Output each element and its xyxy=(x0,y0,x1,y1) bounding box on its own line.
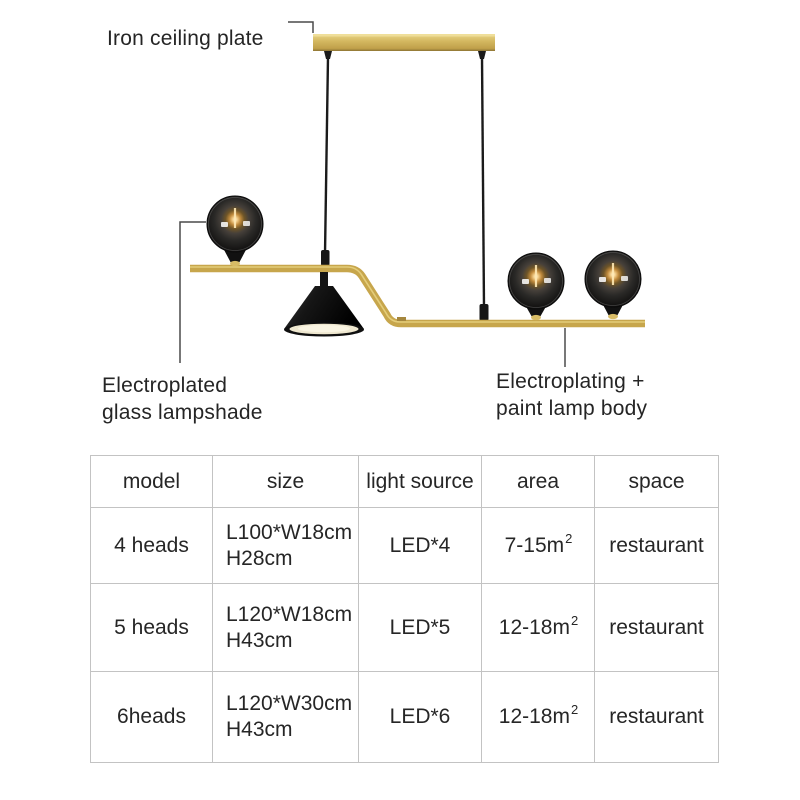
globe-reflection xyxy=(599,277,606,282)
area-superscript: 2 xyxy=(570,612,579,628)
size-line2: H43cm xyxy=(226,718,293,741)
glass-globe-middle xyxy=(507,252,565,321)
table-header-row: model size light source area space xyxy=(90,455,719,508)
label-iron-ceiling-plate: Iron ceiling plate xyxy=(107,27,264,50)
cell-size: L120*W30cm H43cm xyxy=(212,671,359,763)
pendant-lamp-illustration xyxy=(179,21,645,367)
area-superscript: 2 xyxy=(565,530,573,546)
glass-globe-left xyxy=(206,195,264,267)
callout-line-glass-lampshade xyxy=(179,221,206,363)
size-line1: L120*W18cm xyxy=(226,602,353,626)
label-lamp-body: Electroplating + paint lamp body xyxy=(496,368,647,422)
cell-area: 12-18m2 xyxy=(481,671,595,763)
cell-light-source: LED*6 xyxy=(358,671,482,763)
size-line1: L120*W30cm xyxy=(226,692,353,715)
suspension-cable-left xyxy=(323,56,330,255)
cable-hook-right xyxy=(478,51,486,59)
cone-stem xyxy=(320,272,328,287)
cell-area: 12-18m2 xyxy=(481,583,595,672)
cell-model: 5 heads xyxy=(90,583,213,672)
label-glass-lampshade-line1: Electroplated xyxy=(102,374,228,397)
cell-space: restaurant xyxy=(594,583,719,672)
size-line2: H28cm xyxy=(226,546,293,570)
globe-socket-ring xyxy=(230,260,240,267)
label-lamp-body-line1: Electroplating + xyxy=(496,370,645,393)
label-glass-lampshade-line2: glass lampshade xyxy=(102,401,263,424)
cell-space: restaurant xyxy=(594,671,719,763)
label-lamp-body-line2: paint lamp body xyxy=(496,397,648,420)
globe-rim-light xyxy=(509,254,563,308)
col-header-size: size xyxy=(212,455,359,508)
cone-inner-glow xyxy=(298,325,350,333)
area-superscript: 2 xyxy=(570,702,579,717)
col-header-light-source: light source xyxy=(358,455,482,508)
globe-rim-light xyxy=(208,197,262,251)
cell-space: restaurant xyxy=(594,507,719,584)
globe-reflection xyxy=(221,222,228,227)
size-line1: L100*W18cm xyxy=(226,520,353,544)
globe-rim-light xyxy=(586,252,640,306)
cell-light-source: LED*4 xyxy=(358,507,482,584)
cell-size: L120*W18cm H43cm xyxy=(212,583,359,672)
cable-fitting-left xyxy=(321,250,330,266)
cable-hook-left xyxy=(324,51,332,59)
cell-light-source: LED*5 xyxy=(358,583,482,672)
col-header-space: space xyxy=(594,455,719,508)
globe-socket-ring xyxy=(608,313,618,320)
globe-socket-ring xyxy=(531,314,541,321)
globe-reflection xyxy=(621,276,628,281)
col-header-area: area xyxy=(481,455,595,508)
label-glass-lampshade: Electroplated glass lampshade xyxy=(102,372,263,426)
cell-model: 6heads xyxy=(90,671,213,763)
cell-area: 7-15m2 xyxy=(481,507,595,584)
lamp-bar-sheen xyxy=(190,266,645,323)
area-value: 12-18m xyxy=(498,705,570,728)
bar-joint xyxy=(397,317,406,321)
globe-reflection xyxy=(243,221,250,226)
cone-shade xyxy=(284,286,364,329)
table-row: 6heads L120*W30cm H43cm LED*6 12-18m2 re… xyxy=(90,671,719,763)
globe-reflection xyxy=(522,279,529,284)
spec-table: model size light source area space 4 hea… xyxy=(90,455,719,763)
suspension-cable-right xyxy=(480,56,486,309)
col-header-model: model xyxy=(90,455,213,508)
cable-fitting-right xyxy=(479,304,489,321)
area-value: 12-18m xyxy=(498,615,570,639)
globe-reflection xyxy=(544,278,551,283)
table-row: 5 heads L120*W18cm H43cm LED*5 12-18m2 r… xyxy=(90,583,719,672)
ceiling-plate-highlight xyxy=(313,34,495,37)
size-line2: H43cm xyxy=(226,628,293,652)
glass-globe-right xyxy=(584,250,642,320)
lamp-bar xyxy=(190,264,645,328)
cell-model: 4 heads xyxy=(90,507,213,584)
callout-line-ceiling-plate xyxy=(288,21,314,33)
iron-ceiling-plate xyxy=(313,34,495,51)
cell-size: L100*W18cm H28cm xyxy=(212,507,359,584)
table-row: 4 heads L100*W18cm H28cm LED*4 7-15m2 re… xyxy=(90,507,719,584)
area-value: 7-15m xyxy=(504,533,565,557)
